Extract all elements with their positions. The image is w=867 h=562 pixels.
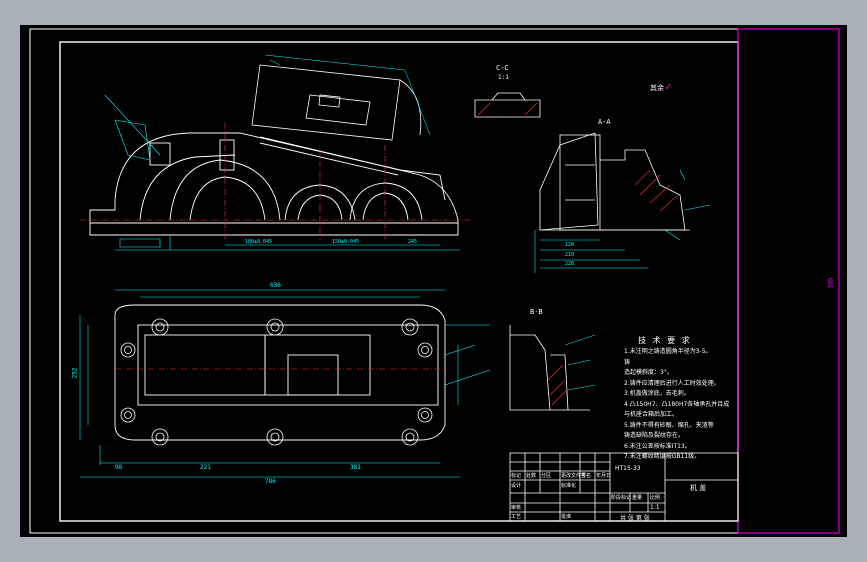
sheet-note: 共 张 第 张: [620, 515, 650, 522]
title-block-row-label: 分区: [541, 473, 552, 479]
dim-front-span-2: 150±0.045: [332, 239, 360, 245]
section-aa-dimensions: [534, 169, 711, 273]
tech-requirement-item: 7.未注螺纹精度按GB11级。: [624, 453, 701, 460]
tech-requirement-item: 5.铸件不得有砂眼、缩孔、夹渣等: [624, 421, 714, 429]
overall-size-label: 395: [827, 277, 835, 289]
part-name: 机 盖: [690, 484, 707, 492]
title-block-row-label: 处数: [526, 473, 537, 479]
dim-front-span-1: 180±0.045: [245, 239, 273, 245]
section-bb-label: B-B: [530, 308, 543, 316]
tilted-detail-view: [251, 64, 422, 141]
section-aa-hatch: [634, 169, 679, 212]
scale-label: 比例: [650, 495, 661, 501]
tech-requirements-list: 1.未注明之铸造圆角半径为3-5。铸 造起模斜度：3°。 2.铸件应清理后进行人工…: [624, 347, 729, 463]
review-label: 审核: [511, 505, 522, 511]
section-cc-scale: 1:1: [498, 74, 509, 81]
front-view-centerlines: [80, 123, 470, 240]
roughness-check-icon: ✓: [665, 80, 672, 93]
process-label: 工艺: [511, 514, 522, 520]
plan-view: [114, 304, 446, 441]
dim-bottom-mid: 221: [200, 464, 211, 471]
section-aa-label: A-A: [598, 118, 611, 126]
drawing-sheet: C-C 1:1 A-A B-B 其余 ✓ 786 98 221 381 636 …: [20, 25, 847, 537]
section-bb-view: [509, 325, 590, 411]
section-cc-label: C-C: [496, 64, 509, 72]
tech-requirement-item: 1.未注明之铸造圆角半径为3-5。: [624, 348, 712, 355]
tech-requirement-item: 3.机盖做涂底，去毛刺。: [624, 390, 690, 397]
section-bb-hatch: [547, 364, 568, 406]
tech-requirement-item: 4.凸150H7、凸180H7各轴承孔并且成: [624, 400, 730, 408]
cad-drawing: [29, 28, 840, 534]
dim-bottom-left: 98: [115, 464, 123, 471]
tech-requirement-item: 造起模斜度：3°。: [624, 369, 673, 376]
tech-requirement-item: 铸: [624, 358, 631, 366]
tech-requirements-title: 技 术 要 求: [638, 336, 692, 345]
design-label: 设计: [511, 483, 522, 489]
dim-aa-1: 120: [565, 242, 575, 248]
weight-label: 重量: [632, 495, 643, 501]
title-block: [509, 452, 739, 522]
section-cc-view: [474, 92, 541, 118]
section-aa-view: [539, 132, 690, 231]
front-view-dimensions: [104, 94, 460, 251]
title-block-row-label: 年月日: [596, 473, 612, 479]
section-cc-hatch: [477, 102, 538, 116]
dim-aa-3: 228: [565, 261, 575, 267]
scale-value: 1:1: [650, 504, 660, 511]
approve-label: 批准: [561, 514, 572, 520]
plan-view-dimensions: [79, 289, 491, 478]
dim-front-span-3: 245: [408, 239, 418, 245]
tech-requirement-item: 2.铸件应清理后进行人工时效处理。: [624, 379, 720, 387]
stage-mark-label: 阶段标记: [611, 495, 632, 501]
title-block-row-label: 签名: [581, 473, 592, 479]
right-frame-accent: [737, 28, 840, 534]
model-number: HT15-33: [615, 465, 641, 472]
title-block-row-label: 更改文件号: [561, 473, 587, 479]
standard-label: 标准化: [561, 483, 577, 489]
title-block-row-label: 标记: [511, 473, 522, 479]
plan-view-bolt-holes: [120, 318, 433, 446]
tech-requirement-item: 6.未注公差按标准IT13。: [624, 442, 691, 450]
tech-requirement-item: 铸造缺陷及裂纹存在。: [624, 432, 685, 439]
dim-height-left: 252: [71, 367, 79, 379]
dim-aa-2: 210: [565, 252, 575, 258]
dim-bottom-total: 786: [265, 478, 276, 485]
tech-requirement-item: 与机座合箱后加工。: [624, 411, 679, 418]
front-view: [89, 132, 459, 236]
dim-bottom-right: 381: [350, 464, 361, 471]
dim-top-total: 636: [270, 282, 281, 289]
roughness-note: 其余: [650, 84, 664, 92]
